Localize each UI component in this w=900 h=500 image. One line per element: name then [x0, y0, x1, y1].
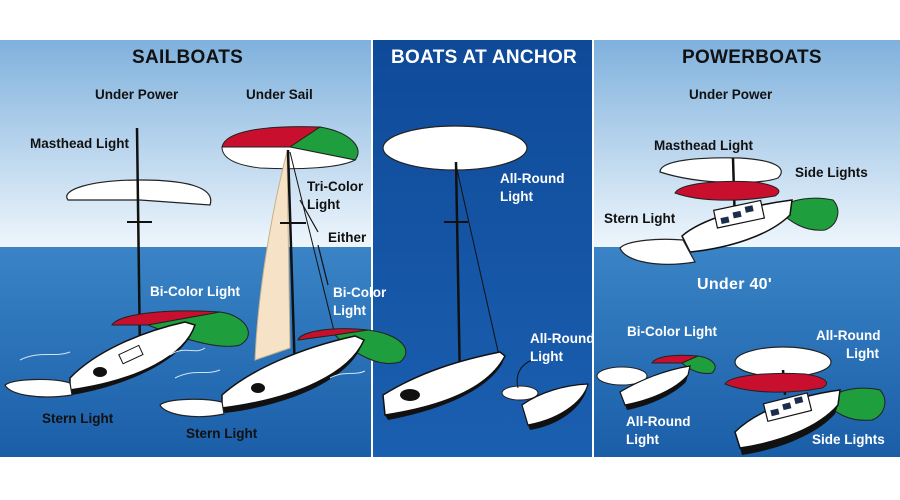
stern-light-arc — [159, 398, 225, 418]
mast — [286, 149, 297, 376]
tricolor-green-sector — [288, 126, 359, 161]
label-masthead-light: Masthead Light — [30, 136, 130, 151]
mainsail — [254, 151, 291, 361]
side-light-green — [824, 387, 886, 421]
powerboat-windows — [770, 396, 804, 417]
label-under-40: Under 40' — [697, 276, 772, 293]
tricolor-red-sector — [221, 126, 322, 148]
label-allround-light-2: Light — [846, 346, 879, 361]
side-light-red — [724, 372, 827, 393]
label-allround-light: All-Round — [816, 328, 881, 343]
label-stern-light: Stern Light — [186, 426, 258, 441]
cabin — [118, 344, 144, 365]
leader-line — [516, 359, 533, 389]
either-arrow — [299, 199, 319, 233]
side-light-green — [777, 197, 839, 231]
wake — [174, 369, 366, 379]
powerboat-stripe — [740, 405, 838, 455]
header-powerboats: POWERBOATS — [682, 47, 822, 68]
label-stern-light: Stern Light — [42, 411, 114, 426]
powerboat-hull — [681, 199, 793, 253]
label-side-lights: Side Lights — [795, 165, 868, 180]
header-sailboats: SAILBOATS — [132, 47, 244, 68]
label-allround-light-2: Light — [500, 189, 533, 204]
forestay — [455, 164, 501, 361]
dinghy-stripe — [528, 384, 588, 430]
either-arrow — [317, 244, 329, 286]
label-tri-color-light: Light — [307, 197, 340, 212]
label-allround-light: All-Round — [626, 414, 691, 429]
powerboat-windows — [720, 205, 754, 225]
cockpit — [400, 389, 420, 401]
label-allround-light-2: Light — [530, 349, 563, 364]
wake — [19, 347, 206, 361]
anchored-sailboat-stripe — [385, 356, 505, 420]
label-bicolor-light-2: Light — [333, 303, 366, 318]
crew — [251, 383, 265, 393]
label-allround-light: All-Round — [500, 171, 565, 186]
bicolor-red-sector — [111, 310, 221, 326]
label-either: Either — [328, 230, 367, 245]
stern-light-arc — [4, 378, 73, 398]
stern-light-arc — [619, 238, 696, 265]
bicolor-green-sector — [681, 355, 716, 374]
label-side-lights: Side Lights — [812, 432, 885, 447]
small-powerboat-stripe — [625, 375, 688, 410]
label-stern-light: Stern Light — [604, 211, 676, 226]
label-bicolor-light: Bi-Color Light — [150, 284, 240, 299]
label-under-power: Under Power — [95, 87, 179, 102]
mast — [454, 161, 462, 386]
label-under-sail: Under Sail — [246, 87, 313, 102]
side-light-red — [674, 180, 780, 201]
label-tri-color: Tri-Color — [307, 179, 364, 194]
label-allround-light: All-Round — [530, 331, 595, 346]
header-boats-at-anchor: BOATS AT ANCHOR — [391, 47, 578, 68]
label-masthead-light: Masthead Light — [654, 138, 754, 153]
label-bicolor-light: Bi-Color Light — [627, 324, 717, 339]
allround-light — [501, 385, 539, 401]
forestay — [289, 151, 336, 336]
allround-light — [596, 366, 648, 386]
crew — [93, 367, 107, 377]
label-allround-light-2: Light — [626, 432, 659, 447]
label-under-power: Under Power — [689, 87, 773, 102]
label-bicolor: Bi-Color — [333, 285, 387, 300]
